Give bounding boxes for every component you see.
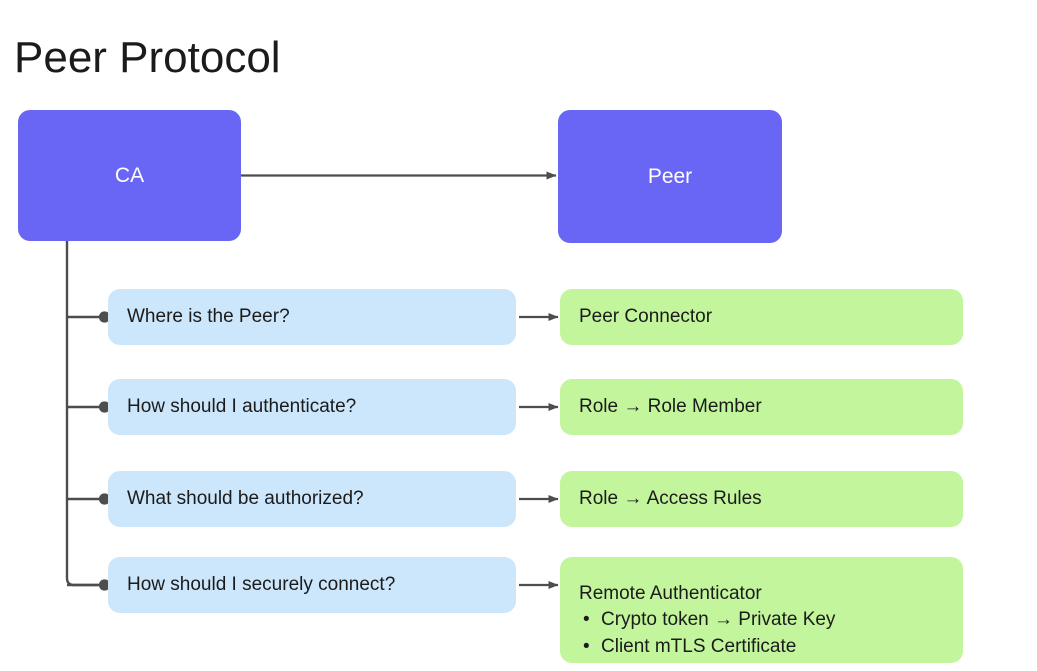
node-answer-4-label: Remote Authenticator bbox=[579, 583, 762, 604]
edge-ca-to-question-1 bbox=[67, 311, 111, 323]
node-question-4[interactable]: How should I securely connect? bbox=[108, 557, 516, 613]
node-answer-1-label: Peer Connector bbox=[579, 306, 713, 327]
list-item-label: Crypto token → Private Key bbox=[601, 609, 836, 630]
node-peer-label: Peer bbox=[647, 164, 693, 188]
node-question-2[interactable]: How should I authenticate? bbox=[108, 379, 516, 435]
node-ca-label: CA bbox=[114, 163, 145, 187]
node-question-1[interactable]: Where is the Peer? bbox=[108, 289, 516, 345]
edge-ca-tree-trunk bbox=[65, 239, 99, 587]
node-question-3[interactable]: What should be authorized? bbox=[108, 471, 516, 527]
page-title: Peer Protocol bbox=[14, 33, 281, 83]
node-question-3-label: What should be authorized? bbox=[127, 488, 364, 509]
node-answer-3-label: Role → Access Rules bbox=[579, 488, 762, 509]
list-item: • Client mTLS Certificate bbox=[579, 633, 835, 660]
edge-ca-to-question-3 bbox=[67, 493, 111, 505]
node-answer-4-body: Remote Authenticator • Crypto token → Pr… bbox=[579, 581, 835, 660]
node-answer-4-bullet-list: • Crypto token → Private Key • Client mT… bbox=[579, 606, 835, 660]
node-answer-3[interactable]: Role → Access Rules bbox=[560, 471, 963, 527]
node-question-4-label: How should I securely connect? bbox=[127, 574, 396, 595]
bullet-icon: • bbox=[583, 636, 590, 657]
node-peer[interactable]: Peer bbox=[558, 110, 782, 243]
list-item: • Crypto token → Private Key bbox=[579, 606, 835, 633]
node-question-1-label: Where is the Peer? bbox=[127, 306, 290, 327]
node-answer-4[interactable]: Remote Authenticator • Crypto token → Pr… bbox=[560, 557, 963, 663]
node-answer-1[interactable]: Peer Connector bbox=[560, 289, 963, 345]
node-answer-2[interactable]: Role → Role Member bbox=[560, 379, 963, 435]
node-ca[interactable]: CA bbox=[18, 110, 241, 241]
edge-ca-to-question-4 bbox=[67, 579, 111, 591]
edge-ca-to-question-2 bbox=[67, 401, 111, 413]
node-answer-2-label: Role → Role Member bbox=[579, 396, 762, 417]
bullet-icon: • bbox=[583, 609, 590, 630]
node-question-2-label: How should I authenticate? bbox=[127, 396, 357, 417]
list-item-label: Client mTLS Certificate bbox=[601, 636, 797, 657]
